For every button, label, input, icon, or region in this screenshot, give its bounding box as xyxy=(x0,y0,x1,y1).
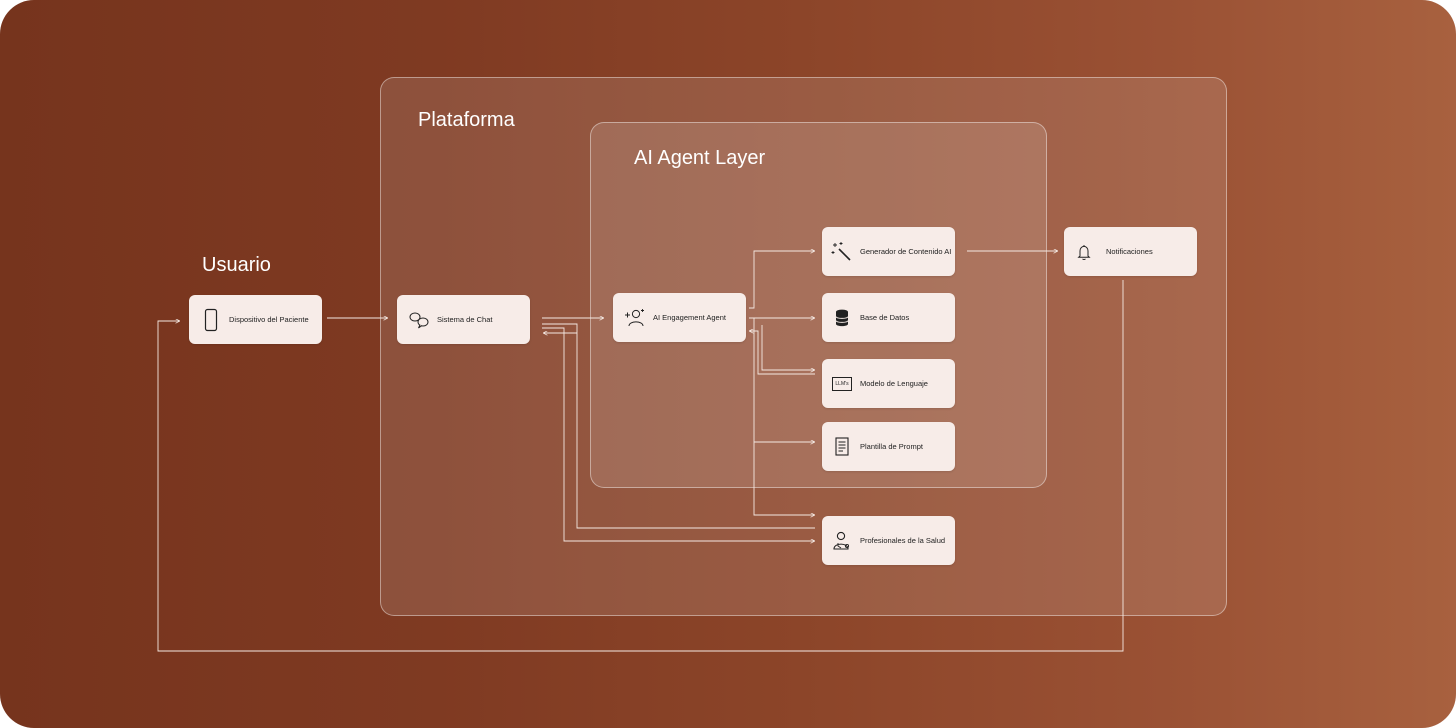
language-model-label: Modelo de Lenguaje xyxy=(860,379,928,388)
content-generator-label: Generador de Contenido AI xyxy=(860,247,952,256)
smartphone-icon xyxy=(199,308,223,332)
language-model-node[interactable]: LLM's Modelo de Lenguaje xyxy=(822,359,955,408)
patient-device-node[interactable]: Dispositivo del Paciente xyxy=(189,295,322,344)
connector-model-return xyxy=(749,331,815,375)
connector-model-link xyxy=(761,325,815,370)
add-user-icon xyxy=(623,306,647,330)
database-label: Base de Datos xyxy=(860,313,910,322)
agent-layer-title: AI Agent Layer xyxy=(634,147,766,169)
prompt-template-label: Plantilla de Prompt xyxy=(860,442,923,451)
health-professionals-node[interactable]: Profesionales de la Salud xyxy=(822,516,955,565)
user-title: Usuario xyxy=(202,254,271,276)
platform-title: Plataforma xyxy=(418,109,515,131)
engagement-agent-node[interactable]: AI Engagement Agent xyxy=(613,293,746,342)
bell-icon xyxy=(1072,240,1096,264)
connector-notifications-to-device xyxy=(157,280,1124,652)
magic-wand-icon xyxy=(830,240,854,264)
document-icon xyxy=(830,435,854,459)
patient-device-label: Dispositivo del Paciente xyxy=(229,315,309,324)
notifications-node[interactable]: Notificaciones xyxy=(1064,227,1197,276)
llm-icon-text: LLM's xyxy=(832,376,852,391)
content-generator-node[interactable]: Generador de Contenido AI xyxy=(822,227,955,276)
platform-group xyxy=(380,77,1227,616)
chat-bubbles-icon xyxy=(407,308,431,332)
database-node[interactable]: Base de Datos xyxy=(822,293,955,342)
prompt-template-node[interactable]: Plantilla de Prompt xyxy=(822,422,955,471)
chat-system-node[interactable]: Sistema de Chat xyxy=(397,295,530,344)
connector-professionals-to-chat xyxy=(542,323,815,529)
chat-system-label: Sistema de Chat xyxy=(437,315,493,324)
llm-icon: LLM's xyxy=(830,372,854,396)
doctor-icon xyxy=(830,529,854,553)
connector-agent-to-model xyxy=(753,318,815,515)
database-icon xyxy=(830,306,854,330)
health-professionals-label: Profesionales de la Salud xyxy=(860,536,946,545)
connector-chat-to-professionals xyxy=(542,327,815,541)
notifications-label: Notificaciones xyxy=(1106,247,1153,256)
connector-agent-to-generator xyxy=(749,251,815,309)
engagement-agent-label: AI Engagement Agent xyxy=(653,313,726,322)
